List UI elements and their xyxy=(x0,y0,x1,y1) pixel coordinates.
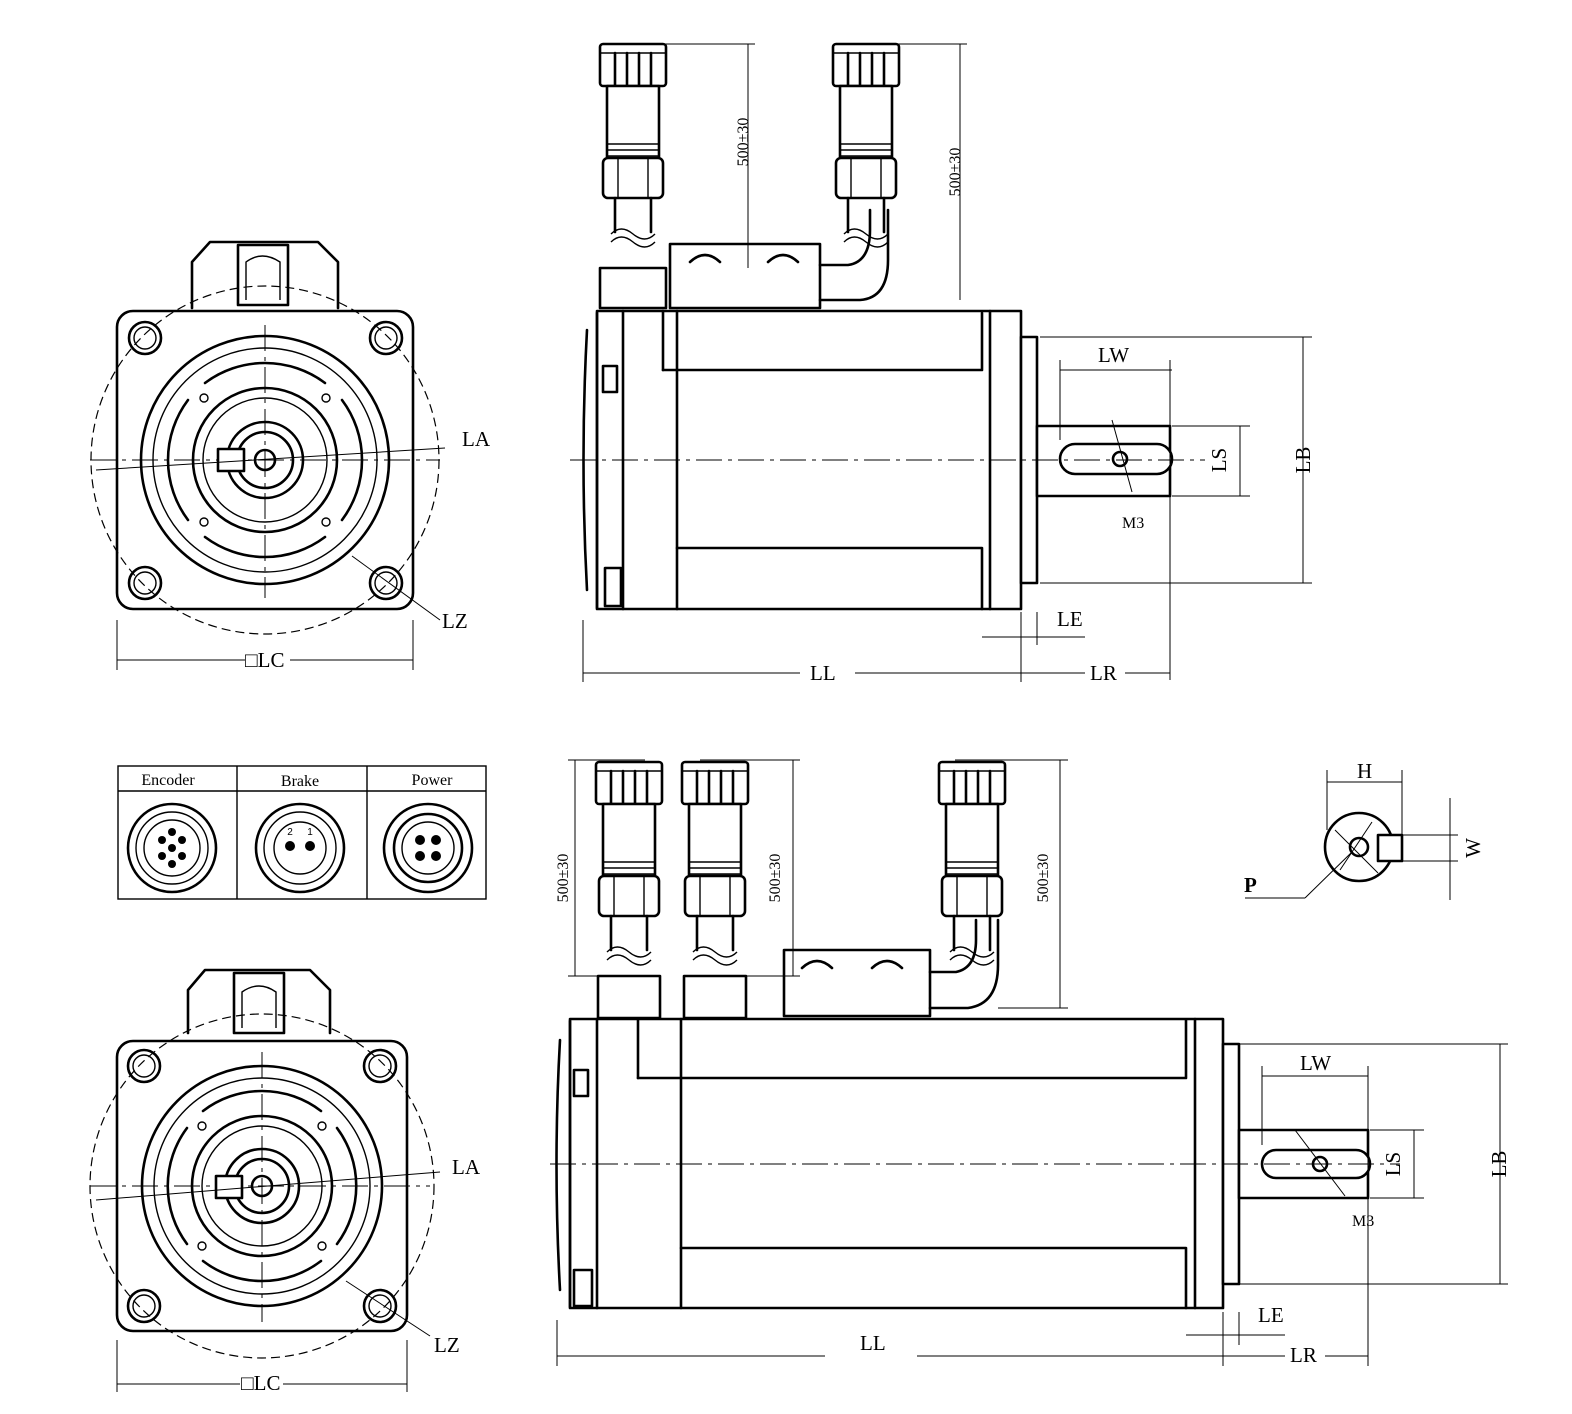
lb-label-bottom: LB xyxy=(1487,1151,1511,1178)
lb-label-top: LB xyxy=(1291,447,1315,474)
encoder-connector-icon xyxy=(126,802,218,894)
connector-table xyxy=(117,765,487,900)
cable-length-label-bottom-2: 500±30 xyxy=(767,854,784,903)
brake-pin-1-label: 1 xyxy=(307,827,313,838)
lz-label-bottom: LZ xyxy=(434,1333,460,1357)
lr-label-bottom: LR xyxy=(1290,1343,1317,1367)
m3-label-top: M3 xyxy=(1122,515,1144,532)
table-header-power: Power xyxy=(412,772,454,789)
table-header-brake: Brake xyxy=(281,773,319,790)
front-view-bottom xyxy=(89,968,441,1392)
lz-label-top: LZ xyxy=(442,609,468,633)
cable-length-label-bottom-3: 500±30 xyxy=(1035,854,1052,903)
lw-label-top: LW xyxy=(1098,343,1129,367)
power-connector-icon xyxy=(382,802,474,894)
side-view-bottom xyxy=(550,759,1508,1366)
le-label-top: LE xyxy=(1057,607,1083,631)
cable-length-label-bottom-1: 500±30 xyxy=(555,854,572,903)
shaft-section-view xyxy=(1245,770,1458,900)
cable-length-label-top-1: 500±30 xyxy=(735,118,752,167)
front-view-top xyxy=(90,240,446,670)
m3-label-bottom: M3 xyxy=(1352,1213,1374,1230)
ls-label-top: LS xyxy=(1207,448,1231,473)
p-label: P xyxy=(1244,873,1257,897)
ll-label-bottom: LL xyxy=(860,1331,886,1355)
ls-label-bottom: LS xyxy=(1381,1152,1405,1177)
w-label: W xyxy=(1461,838,1485,858)
lc-label-top: □LC xyxy=(245,648,285,672)
side-view-top xyxy=(570,42,1312,682)
lr-label-top: LR xyxy=(1090,661,1117,685)
le-label-bottom: LE xyxy=(1258,1303,1284,1327)
cable-length-label-top-2: 500±30 xyxy=(947,148,964,197)
brake-connector-icon xyxy=(254,802,346,894)
lw-label-bottom: LW xyxy=(1300,1051,1331,1075)
lc-label-bottom: □LC xyxy=(241,1371,281,1395)
h-label: H xyxy=(1357,759,1372,783)
la-label-top: LA xyxy=(462,427,491,451)
la-label-bottom: LA xyxy=(452,1155,481,1179)
ll-label-top: LL xyxy=(810,661,836,685)
brake-pin-2-label: 2 xyxy=(287,827,293,838)
table-header-encoder: Encoder xyxy=(141,772,195,789)
